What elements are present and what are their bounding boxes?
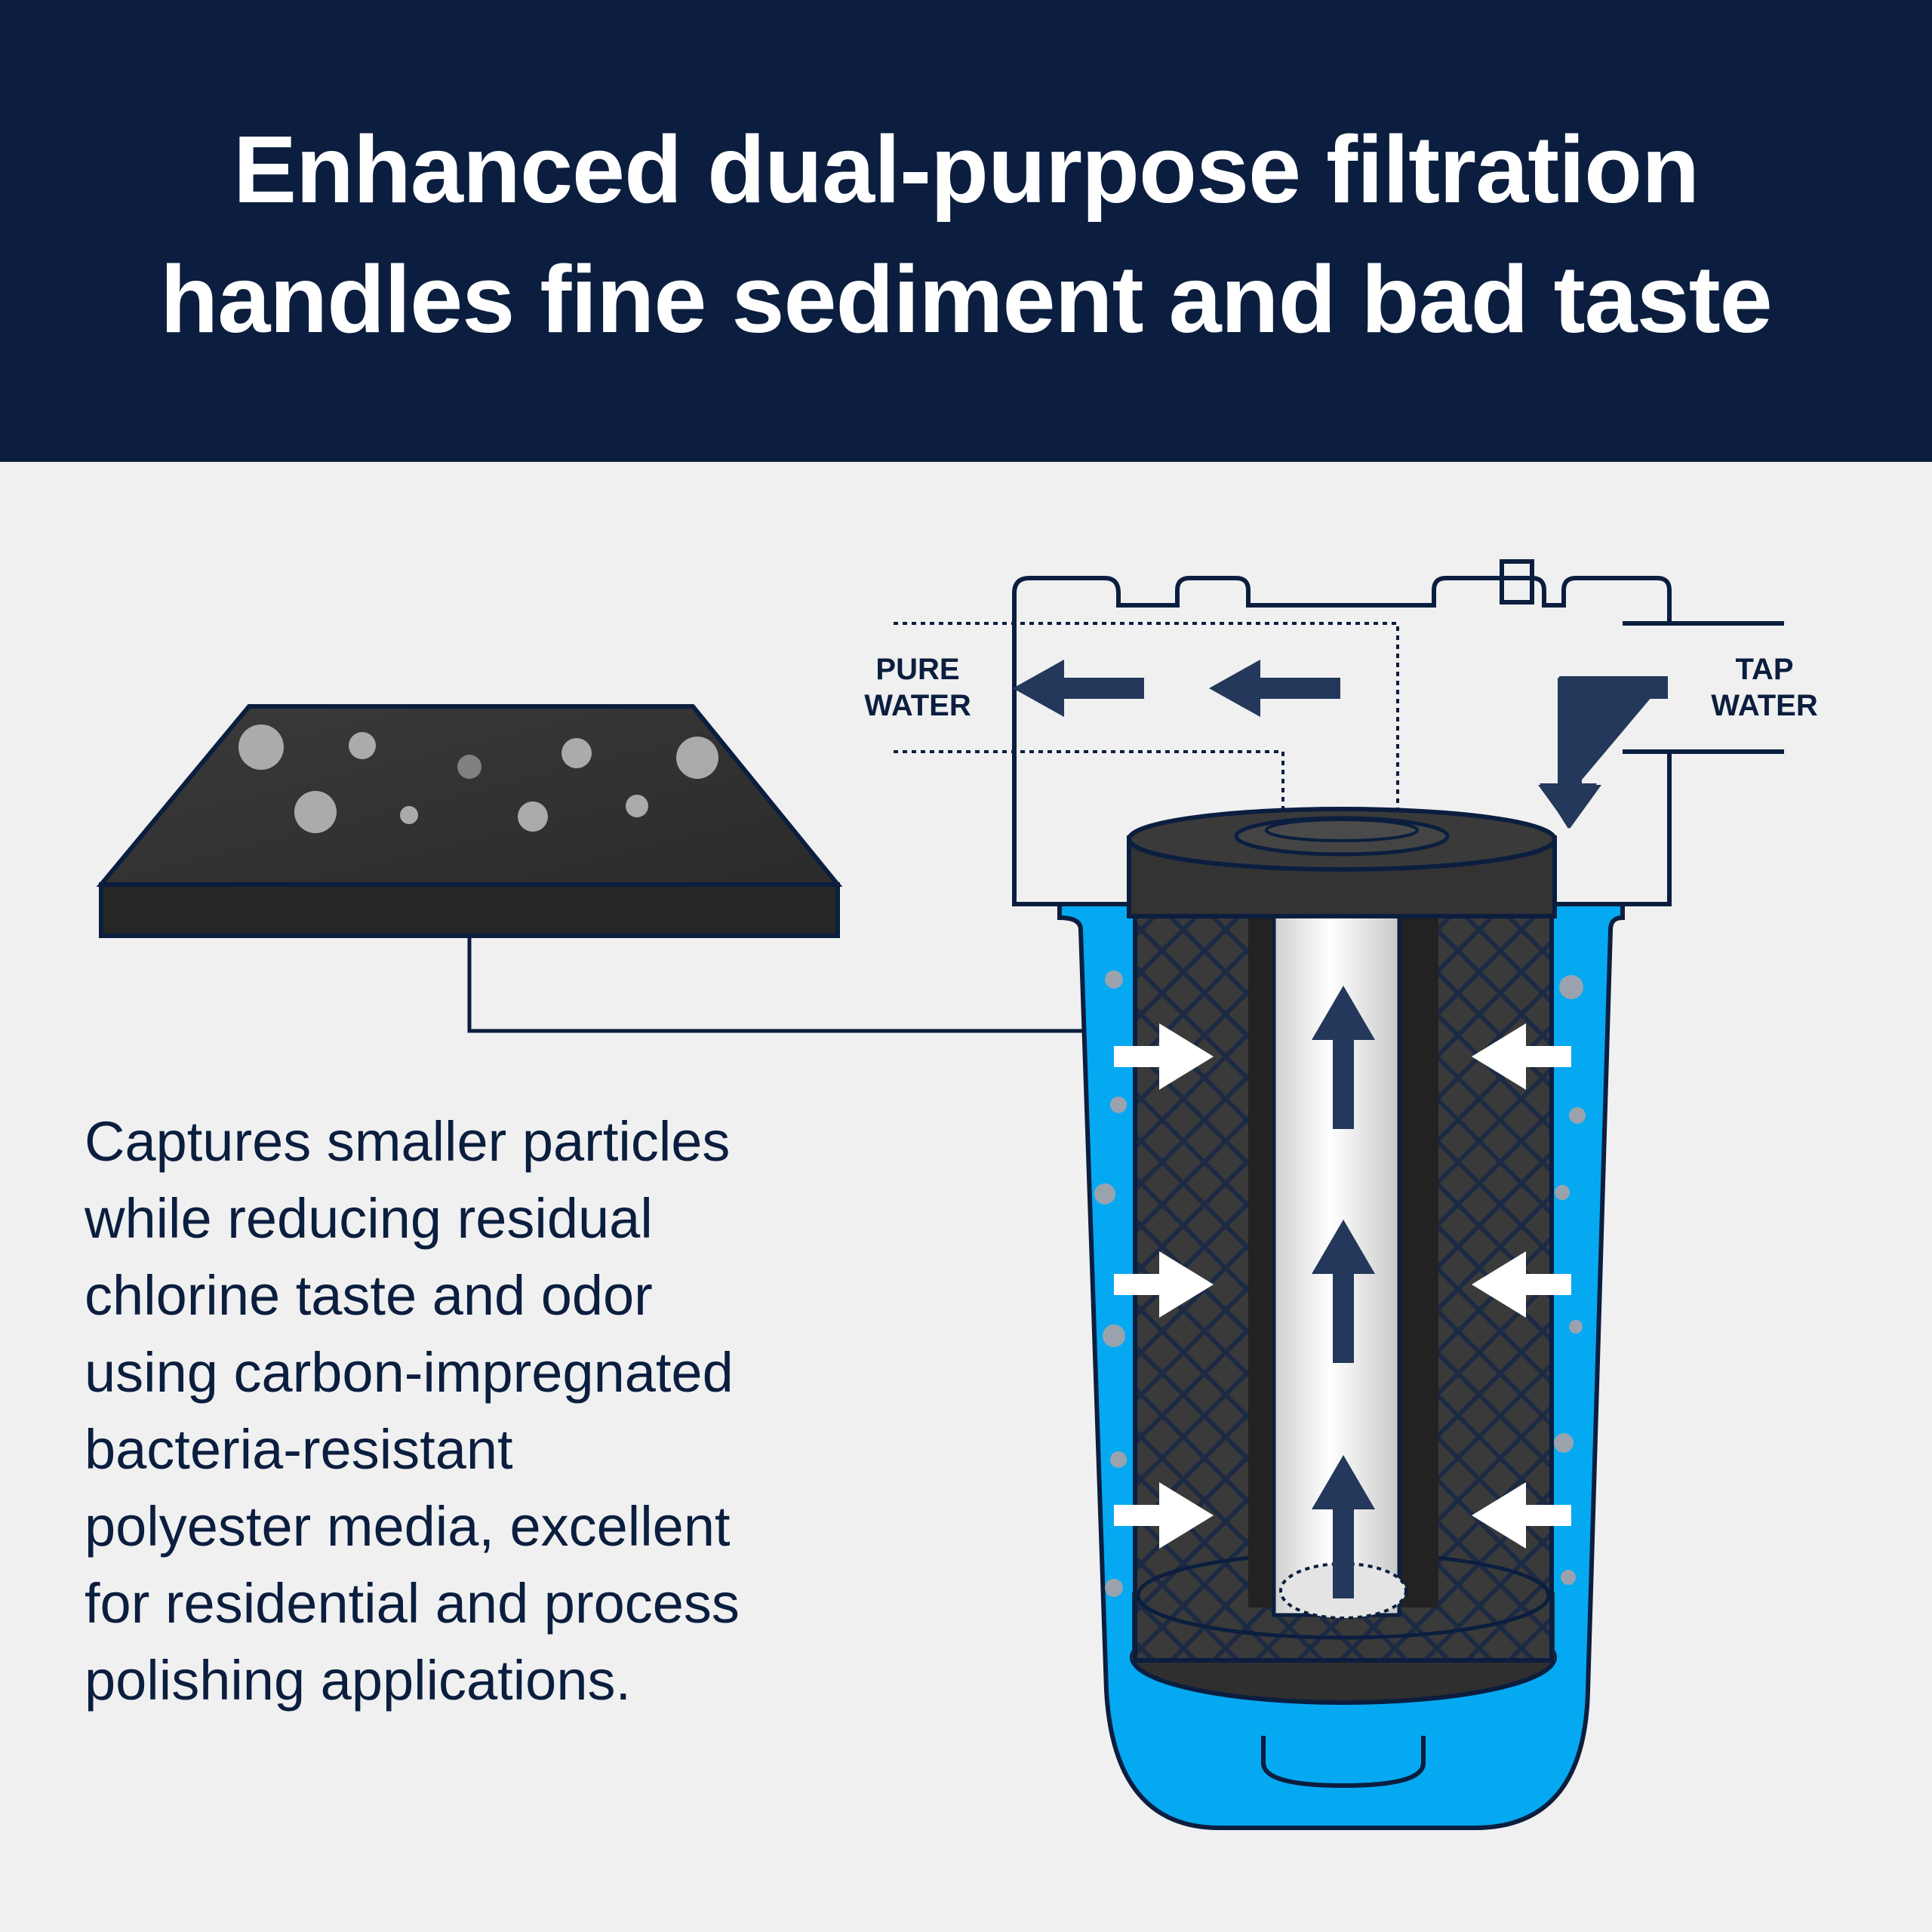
tap-water-label-line1: TAP — [1735, 653, 1793, 686]
description-line: polyester media, excellent — [85, 1495, 731, 1558]
description-text: Captures smaller particles while reducin… — [85, 1103, 930, 1719]
pure-water-label-line2: WATER — [864, 689, 971, 722]
tap-water-arrow-shape — [1538, 676, 1668, 829]
description-line: for residential and process — [85, 1572, 740, 1635]
inflow-arrow-icon — [1114, 1023, 1571, 1549]
description-line: using carbon-impregnated — [85, 1341, 734, 1404]
description-line: polishing applications. — [85, 1649, 632, 1712]
media-swatch-icon — [96, 704, 843, 938]
outflow-arrow-icon — [1013, 660, 1340, 717]
upflow-arrow-icon — [1312, 986, 1375, 1598]
title-line-1: Enhanced dual-purpose filtration — [232, 116, 1700, 223]
description-line: chlorine taste and odor — [85, 1264, 653, 1327]
header-banner: Enhanced dual-purpose filtration handles… — [0, 0, 1932, 462]
title-line-2: handles fine sediment and bad taste — [160, 246, 1773, 352]
pure-water-label-line1: PURE — [875, 653, 959, 686]
callout-line — [467, 936, 1138, 1033]
tap-water-label-line2: WATER — [1711, 689, 1818, 722]
flow-path-dotted — [894, 622, 1399, 824]
description-line: while reducing residual — [85, 1187, 653, 1250]
description-line: bacteria-resistant — [85, 1418, 513, 1481]
description-line: Captures smaller particles — [85, 1110, 731, 1173]
